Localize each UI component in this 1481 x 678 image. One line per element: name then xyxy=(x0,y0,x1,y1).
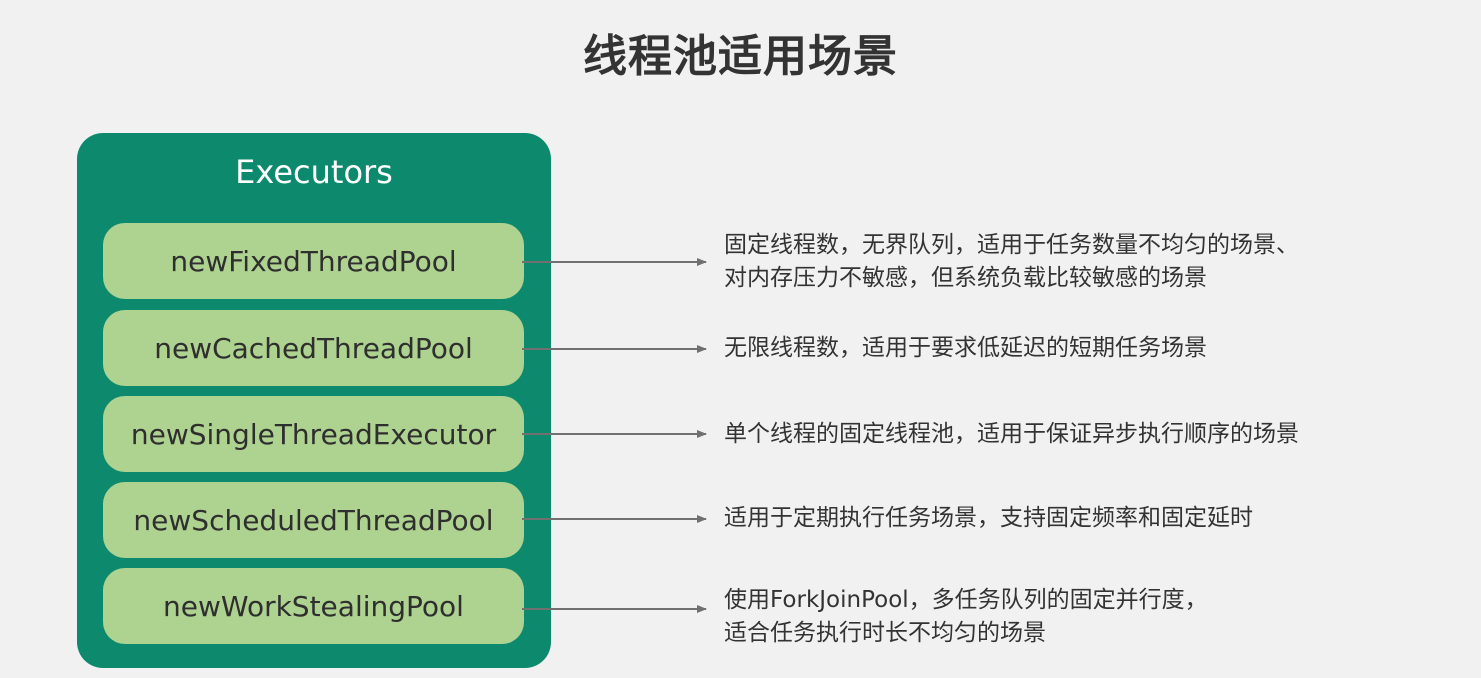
desc-cached-thread-pool: 无限线程数，适用于要求低延迟的短期任务场景 xyxy=(724,332,1424,365)
item-new-cached-thread-pool: newCachedThreadPool xyxy=(103,310,524,386)
item-new-fixed-thread-pool: newFixedThreadPool xyxy=(103,223,524,299)
desc-scheduled-thread-pool: 适用于定期执行任务场景，支持固定频率和固定延时 xyxy=(724,502,1424,535)
item-new-work-stealing-pool: newWorkStealingPool xyxy=(103,568,524,644)
item-new-scheduled-thread-pool: newScheduledThreadPool xyxy=(103,482,524,558)
desc-fixed-thread-pool: 固定线程数，无界队列，适用于任务数量不均匀的场景、 对内存压力不敏感，但系统负载… xyxy=(724,229,1424,295)
executors-title: Executors xyxy=(235,153,393,191)
desc-fixed-line-1: 固定线程数，无界队列，适用于任务数量不均匀的场景、 xyxy=(724,232,1299,258)
desc-work-stealing-line-1: 使用ForkJoinPool，多任务队列的固定并行度， xyxy=(724,587,1208,613)
desc-work-stealing-line-2: 适合任务执行时长不均匀的场景 xyxy=(724,620,1046,646)
desc-fixed-line-2: 对内存压力不敏感，但系统负载比较敏感的场景 xyxy=(724,265,1207,291)
desc-single-thread-executor: 单个线程的固定线程池，适用于保证异步执行顺序的场景 xyxy=(724,418,1424,451)
desc-work-stealing-pool: 使用ForkJoinPool，多任务队列的固定并行度， 适合任务执行时长不均匀的… xyxy=(724,584,1424,650)
item-new-single-thread-executor: newSingleThreadExecutor xyxy=(103,396,524,472)
page-title: 线程池适用场景 xyxy=(583,31,898,82)
desc-cached-line-1: 无限线程数，适用于要求低延迟的短期任务场景 xyxy=(724,335,1207,361)
desc-scheduled-line-1: 适用于定期执行任务场景，支持固定频率和固定延时 xyxy=(724,505,1253,531)
executors-panel: Executors newFixedThreadPool newCachedTh… xyxy=(77,133,551,668)
desc-single-line-1: 单个线程的固定线程池，适用于保证异步执行顺序的场景 xyxy=(724,421,1299,447)
